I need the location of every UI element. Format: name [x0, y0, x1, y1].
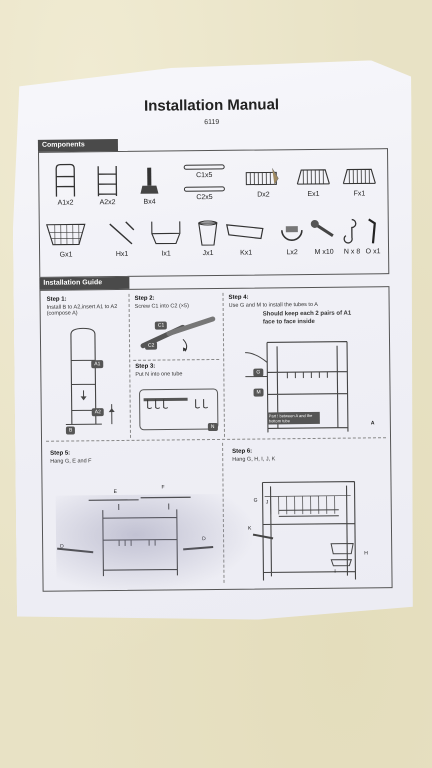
label-a: A: [370, 420, 375, 427]
component-e: Ex1: [293, 164, 333, 198]
component-d: Dx2: [243, 164, 283, 198]
tray-d-icon: [244, 164, 282, 190]
step-1-diagram: [51, 324, 124, 437]
component-i: Ix1: [146, 217, 186, 257]
shelf-i-icon: [148, 217, 184, 249]
hand-shadow: [56, 494, 257, 596]
label-c1: C1: [155, 321, 167, 329]
tube-c1-icon: [182, 163, 226, 171]
clip-l-icon: [278, 216, 306, 248]
component-o: O x1: [358, 215, 388, 255]
component-c2: C2x5: [179, 185, 229, 202]
screw-m-icon: [309, 216, 339, 248]
component-f: Fx1: [339, 163, 379, 197]
component-a2: A2x2: [89, 162, 125, 206]
step-2-diagram: [139, 315, 219, 358]
divider: [46, 437, 386, 442]
basket-g-icon: [45, 218, 87, 250]
component-m: M x10: [306, 216, 342, 256]
component-n: N x 8: [334, 215, 370, 255]
wrench-o-icon: [363, 215, 383, 247]
step-6: Step 6: Hang G, H, I, J, K: [232, 448, 276, 463]
hook-n-icon: [342, 215, 362, 247]
frame-a2-icon: [94, 162, 120, 198]
page-title: Installation Manual: [143, 96, 280, 115]
frame-a1-icon: [52, 162, 78, 198]
holder-h-icon: [106, 218, 138, 250]
component-a1: A1x2: [47, 162, 83, 206]
component-b: Bx4: [131, 161, 167, 205]
step-4: Step 4: Use G and M to install the tubes…: [228, 294, 352, 326]
step-3-diagram: [137, 385, 221, 434]
label-m: M: [254, 388, 264, 396]
rack-f-icon: [341, 163, 377, 189]
label-i: I: [334, 568, 336, 575]
tube-c2-icon: [182, 185, 226, 193]
component-j: Jx1: [190, 217, 226, 257]
label-c2: C2: [145, 342, 157, 350]
label-a1: A1: [91, 360, 103, 368]
model-number: 6119: [204, 118, 220, 127]
label-j: J: [265, 499, 269, 506]
guide-panel: Step 1: Install B to A2,insert A1 to A2 …: [39, 286, 392, 592]
component-k: Kx1: [224, 216, 268, 256]
step-5: Step 5: Hang G, E and F: [50, 450, 92, 465]
divider: [222, 293, 225, 437]
manual-sheet: Installation Manual 6119 Components A1x2…: [11, 60, 417, 622]
components-panel: A1x2 A2x2 Bx4 C1x5 C2x5 Dx2 Ex1 Fx1: [38, 148, 389, 278]
step-1: Step 1: Install B to A2,insert A1 to A2 …: [46, 296, 118, 318]
component-l: Lx2: [274, 216, 310, 256]
step-6-diagram: [234, 467, 385, 585]
label-n: N: [208, 423, 218, 431]
tray-k-icon: [225, 216, 267, 248]
label-g-step4: G: [253, 368, 263, 376]
component-h: Hx1: [104, 218, 140, 258]
label-h: H: [364, 550, 368, 557]
step-5-diagram: [48, 469, 221, 581]
rack-e-icon: [295, 164, 331, 190]
step-3: Step 3: Put N into one tube: [135, 363, 183, 378]
label-f: F: [161, 484, 165, 491]
step-2: Step 2: Screw C1 into C2 (×5): [134, 295, 189, 310]
foot-icon: [136, 162, 162, 198]
divider: [133, 359, 219, 361]
components-heading: Components: [38, 139, 118, 152]
component-g: Gx1: [44, 218, 88, 258]
label-a2: A2: [92, 408, 104, 416]
divider: [129, 294, 132, 438]
label-b: B: [66, 426, 75, 434]
component-c1: C1x5: [179, 163, 229, 180]
cup-j-icon: [195, 217, 221, 249]
guide-heading: Installation Guide: [39, 277, 129, 290]
step-4-caption: Part ! between A and the bottom tube: [268, 412, 320, 425]
